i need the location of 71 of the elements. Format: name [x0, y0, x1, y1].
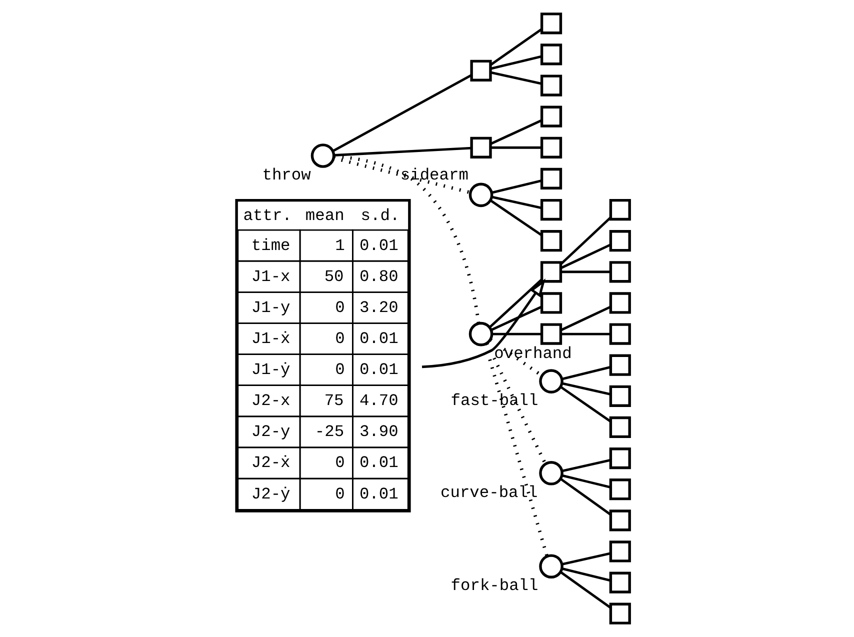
node-box [540, 230, 562, 252]
node-box [609, 385, 631, 407]
node-box [609, 261, 631, 283]
node-circle [468, 182, 494, 208]
connector [560, 306, 612, 332]
node-circle [310, 144, 336, 168]
node-box [540, 12, 562, 34]
connector [484, 344, 549, 557]
connector [492, 332, 542, 336]
connector [562, 382, 611, 396]
connector [562, 474, 611, 489]
node-box [540, 323, 562, 345]
connector [492, 196, 542, 210]
node-label: overhand [494, 344, 572, 363]
connector [562, 552, 611, 566]
connector [560, 216, 612, 266]
node-box [540, 198, 562, 221]
connector [560, 478, 612, 516]
connector [491, 180, 542, 194]
connector [334, 146, 472, 156]
node-box [609, 230, 631, 252]
connector [560, 244, 612, 270]
node-box [609, 602, 631, 624]
node-box [609, 323, 631, 345]
connector [490, 55, 542, 70]
node-box [540, 136, 562, 158]
connector [560, 332, 611, 336]
connector [332, 74, 472, 152]
connector [490, 71, 542, 85]
connector [490, 306, 542, 332]
connector [333, 156, 471, 194]
node-label: curve-ball [440, 484, 538, 502]
node-box [540, 261, 562, 283]
node-box [540, 168, 562, 190]
node-circle [539, 554, 564, 578]
connector [560, 386, 612, 423]
node-box [540, 292, 562, 314]
node-box [609, 540, 631, 562]
connector [490, 146, 542, 149]
node-circle [468, 322, 494, 346]
node-box [540, 74, 562, 96]
node-box [609, 447, 631, 470]
node-label: fork-ball [450, 577, 538, 596]
node-box [609, 292, 631, 314]
connector [490, 119, 542, 145]
node-circle [539, 461, 564, 486]
node-box [609, 572, 631, 594]
node-circle [539, 369, 564, 394]
connector [490, 28, 542, 66]
node-label: sidearm [400, 166, 468, 185]
node-box [540, 44, 562, 66]
node-label: throw [262, 166, 311, 185]
node-label: fast-ball [450, 392, 538, 410]
connector [560, 571, 612, 609]
connector [562, 568, 611, 582]
node-box [609, 478, 631, 500]
connector [562, 458, 611, 472]
node-box [609, 198, 631, 221]
node-box [609, 416, 631, 438]
connector [490, 200, 542, 236]
node-box [470, 136, 492, 158]
node-box [470, 60, 492, 82]
connector [488, 278, 542, 328]
node-box [609, 354, 631, 376]
node-box [609, 510, 631, 532]
connector [562, 366, 611, 380]
node-box [540, 106, 562, 128]
connector [334, 154, 480, 324]
connector [486, 342, 547, 465]
connector [560, 270, 611, 274]
arrow [422, 278, 546, 368]
